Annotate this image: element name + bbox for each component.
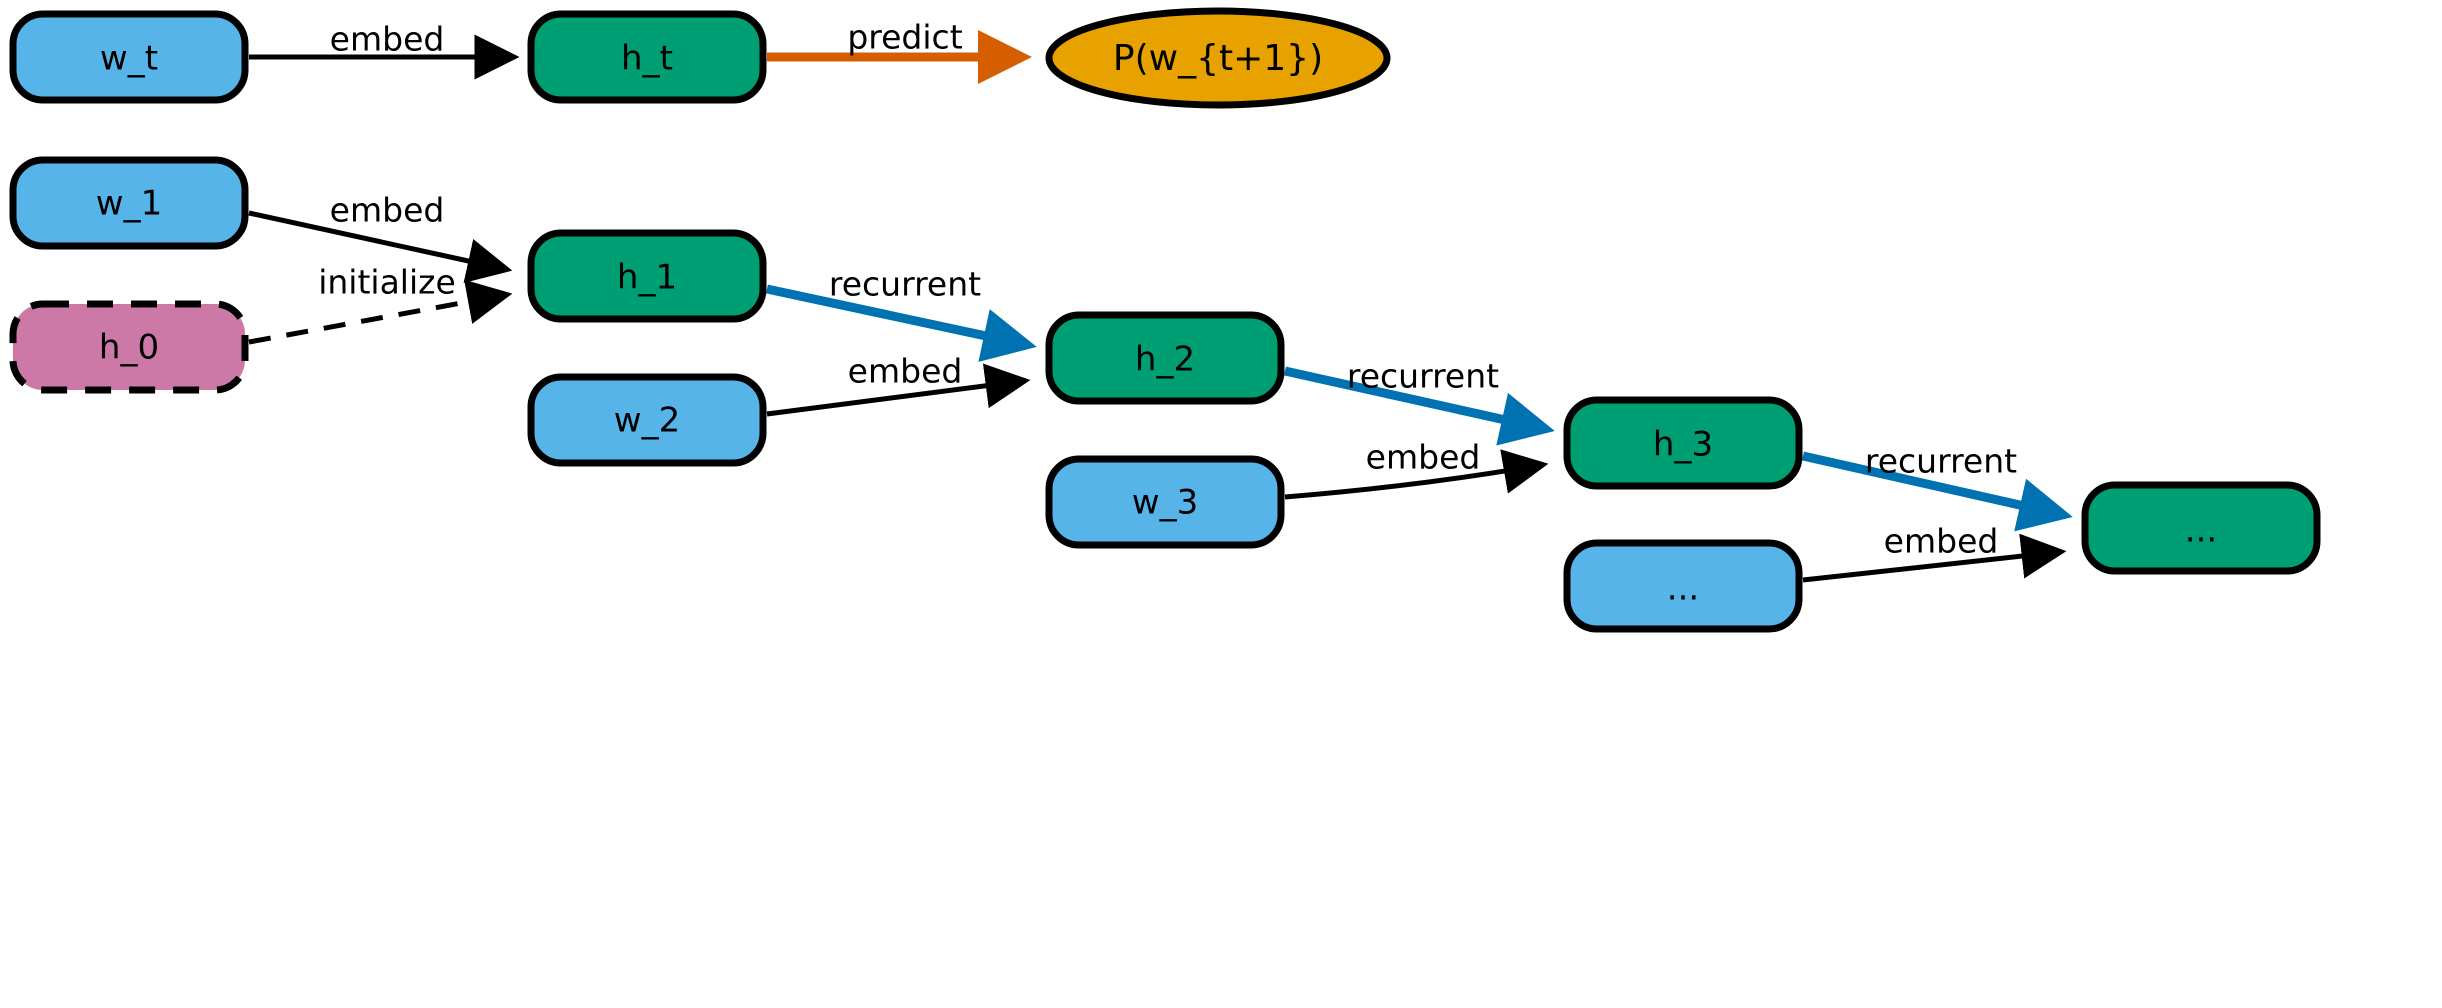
edge-embed-w1-h1: embed bbox=[248, 191, 513, 283]
edge-label-embed-w2-h2: embed bbox=[848, 352, 963, 391]
edge-label-embed-w1-h1: embed bbox=[330, 191, 445, 230]
node-shape-p-w-t-plus-1 bbox=[1045, 7, 1391, 109]
node-label-h-3: h_3 bbox=[1653, 425, 1713, 465]
edge-line-embed-w1-h1 bbox=[248, 210, 513, 283]
node-label-w-ellipsis: ... bbox=[1667, 569, 1699, 609]
node-label-w-2: w_2 bbox=[614, 401, 680, 441]
edge-label-recurrent-h3-hdots: recurrent bbox=[1865, 442, 2017, 481]
edge-label-recurrent-h2-h3: recurrent bbox=[1347, 357, 1499, 396]
node-h-3[interactable]: h_3 bbox=[1563, 396, 1803, 490]
node-h-1[interactable]: h_1 bbox=[527, 229, 767, 323]
node-label-h-1: h_1 bbox=[617, 258, 677, 298]
edge-line-recurrent-h3-hdots bbox=[1802, 451, 2073, 532]
node-label-w-3: w_3 bbox=[1132, 483, 1198, 523]
node-shape-w-3 bbox=[1045, 455, 1285, 549]
node-label-h-t: h_t bbox=[621, 39, 673, 79]
edge-recurrent-h1-h2: recurrent bbox=[766, 265, 1037, 362]
node-shape-h-1 bbox=[527, 229, 767, 323]
node-w-3[interactable]: w_3 bbox=[1045, 455, 1285, 549]
node-h-0[interactable]: h_0 bbox=[9, 300, 249, 394]
edge-embed-wdots-hdots: embed bbox=[1802, 522, 2067, 583]
node-label-p-w-t-plus-1: P(w_{t+1}) bbox=[1113, 38, 1323, 79]
node-label-w-t: w_t bbox=[100, 39, 158, 79]
edge-embed-w2-h2: embed bbox=[766, 352, 1031, 417]
edge-line-initialize-h0-h1 bbox=[248, 279, 513, 345]
edge-embed-w3-h3: embed bbox=[1284, 438, 1549, 500]
node-h-2[interactable]: h_2 bbox=[1045, 311, 1285, 405]
edge-line-embed-wdots-hdots bbox=[1802, 533, 2067, 583]
node-shape-w-ellipsis bbox=[1563, 539, 1803, 633]
node-shape-w-t bbox=[9, 10, 249, 104]
node-shape-h-0 bbox=[9, 300, 249, 394]
edge-recurrent-h3-hdots: recurrent bbox=[1802, 442, 2073, 532]
node-shape-w-1 bbox=[9, 156, 249, 250]
node-shape-h-t bbox=[527, 10, 767, 104]
node-label-w-1: w_1 bbox=[96, 184, 162, 224]
node-w-ellipsis[interactable]: ... bbox=[1563, 539, 1803, 633]
node-shape-h-ellipsis bbox=[2081, 481, 2321, 575]
node-h-t[interactable]: h_t bbox=[527, 10, 767, 104]
node-shape-h-3 bbox=[1563, 396, 1803, 490]
node-w-2[interactable]: w_2 bbox=[527, 373, 767, 467]
edge-label-embed-wt-ht: embed bbox=[330, 20, 445, 59]
edge-label-predict-ht-p: predict bbox=[847, 18, 962, 57]
node-label-h-2: h_2 bbox=[1135, 340, 1195, 380]
edge-line-embed-w3-h3 bbox=[1284, 449, 1549, 500]
node-label-h-ellipsis: ... bbox=[2185, 511, 2217, 551]
edge-label-embed-w3-h3: embed bbox=[1366, 438, 1481, 477]
node-shape-h-2 bbox=[1045, 311, 1285, 405]
edge-label-recurrent-h1-h2: recurrent bbox=[829, 265, 981, 304]
node-w-1[interactable]: w_1 bbox=[9, 156, 249, 250]
edge-predict-ht-p: predict bbox=[767, 18, 1032, 84]
edge-line-embed-w2-h2 bbox=[766, 363, 1031, 417]
node-label-h-0: h_0 bbox=[99, 328, 159, 368]
edge-label-initialize-h0-h1: initialize bbox=[318, 263, 456, 302]
edge-embed-wt-ht: embed bbox=[249, 20, 520, 80]
node-shape-w-2 bbox=[527, 373, 767, 467]
edge-line-recurrent-h2-h3 bbox=[1284, 366, 1555, 446]
edge-initialize-h0-h1: initialize bbox=[248, 263, 513, 345]
node-w-t[interactable]: w_t bbox=[9, 10, 249, 104]
edge-recurrent-h2-h3: recurrent bbox=[1284, 357, 1555, 446]
node-h-ellipsis[interactable]: ... bbox=[2081, 481, 2321, 575]
edge-line-recurrent-h1-h2 bbox=[766, 284, 1037, 362]
edge-label-embed-wdots-hdots: embed bbox=[1884, 522, 1999, 561]
node-p-w-t-plus-1[interactable]: P(w_{t+1}) bbox=[1045, 7, 1391, 109]
